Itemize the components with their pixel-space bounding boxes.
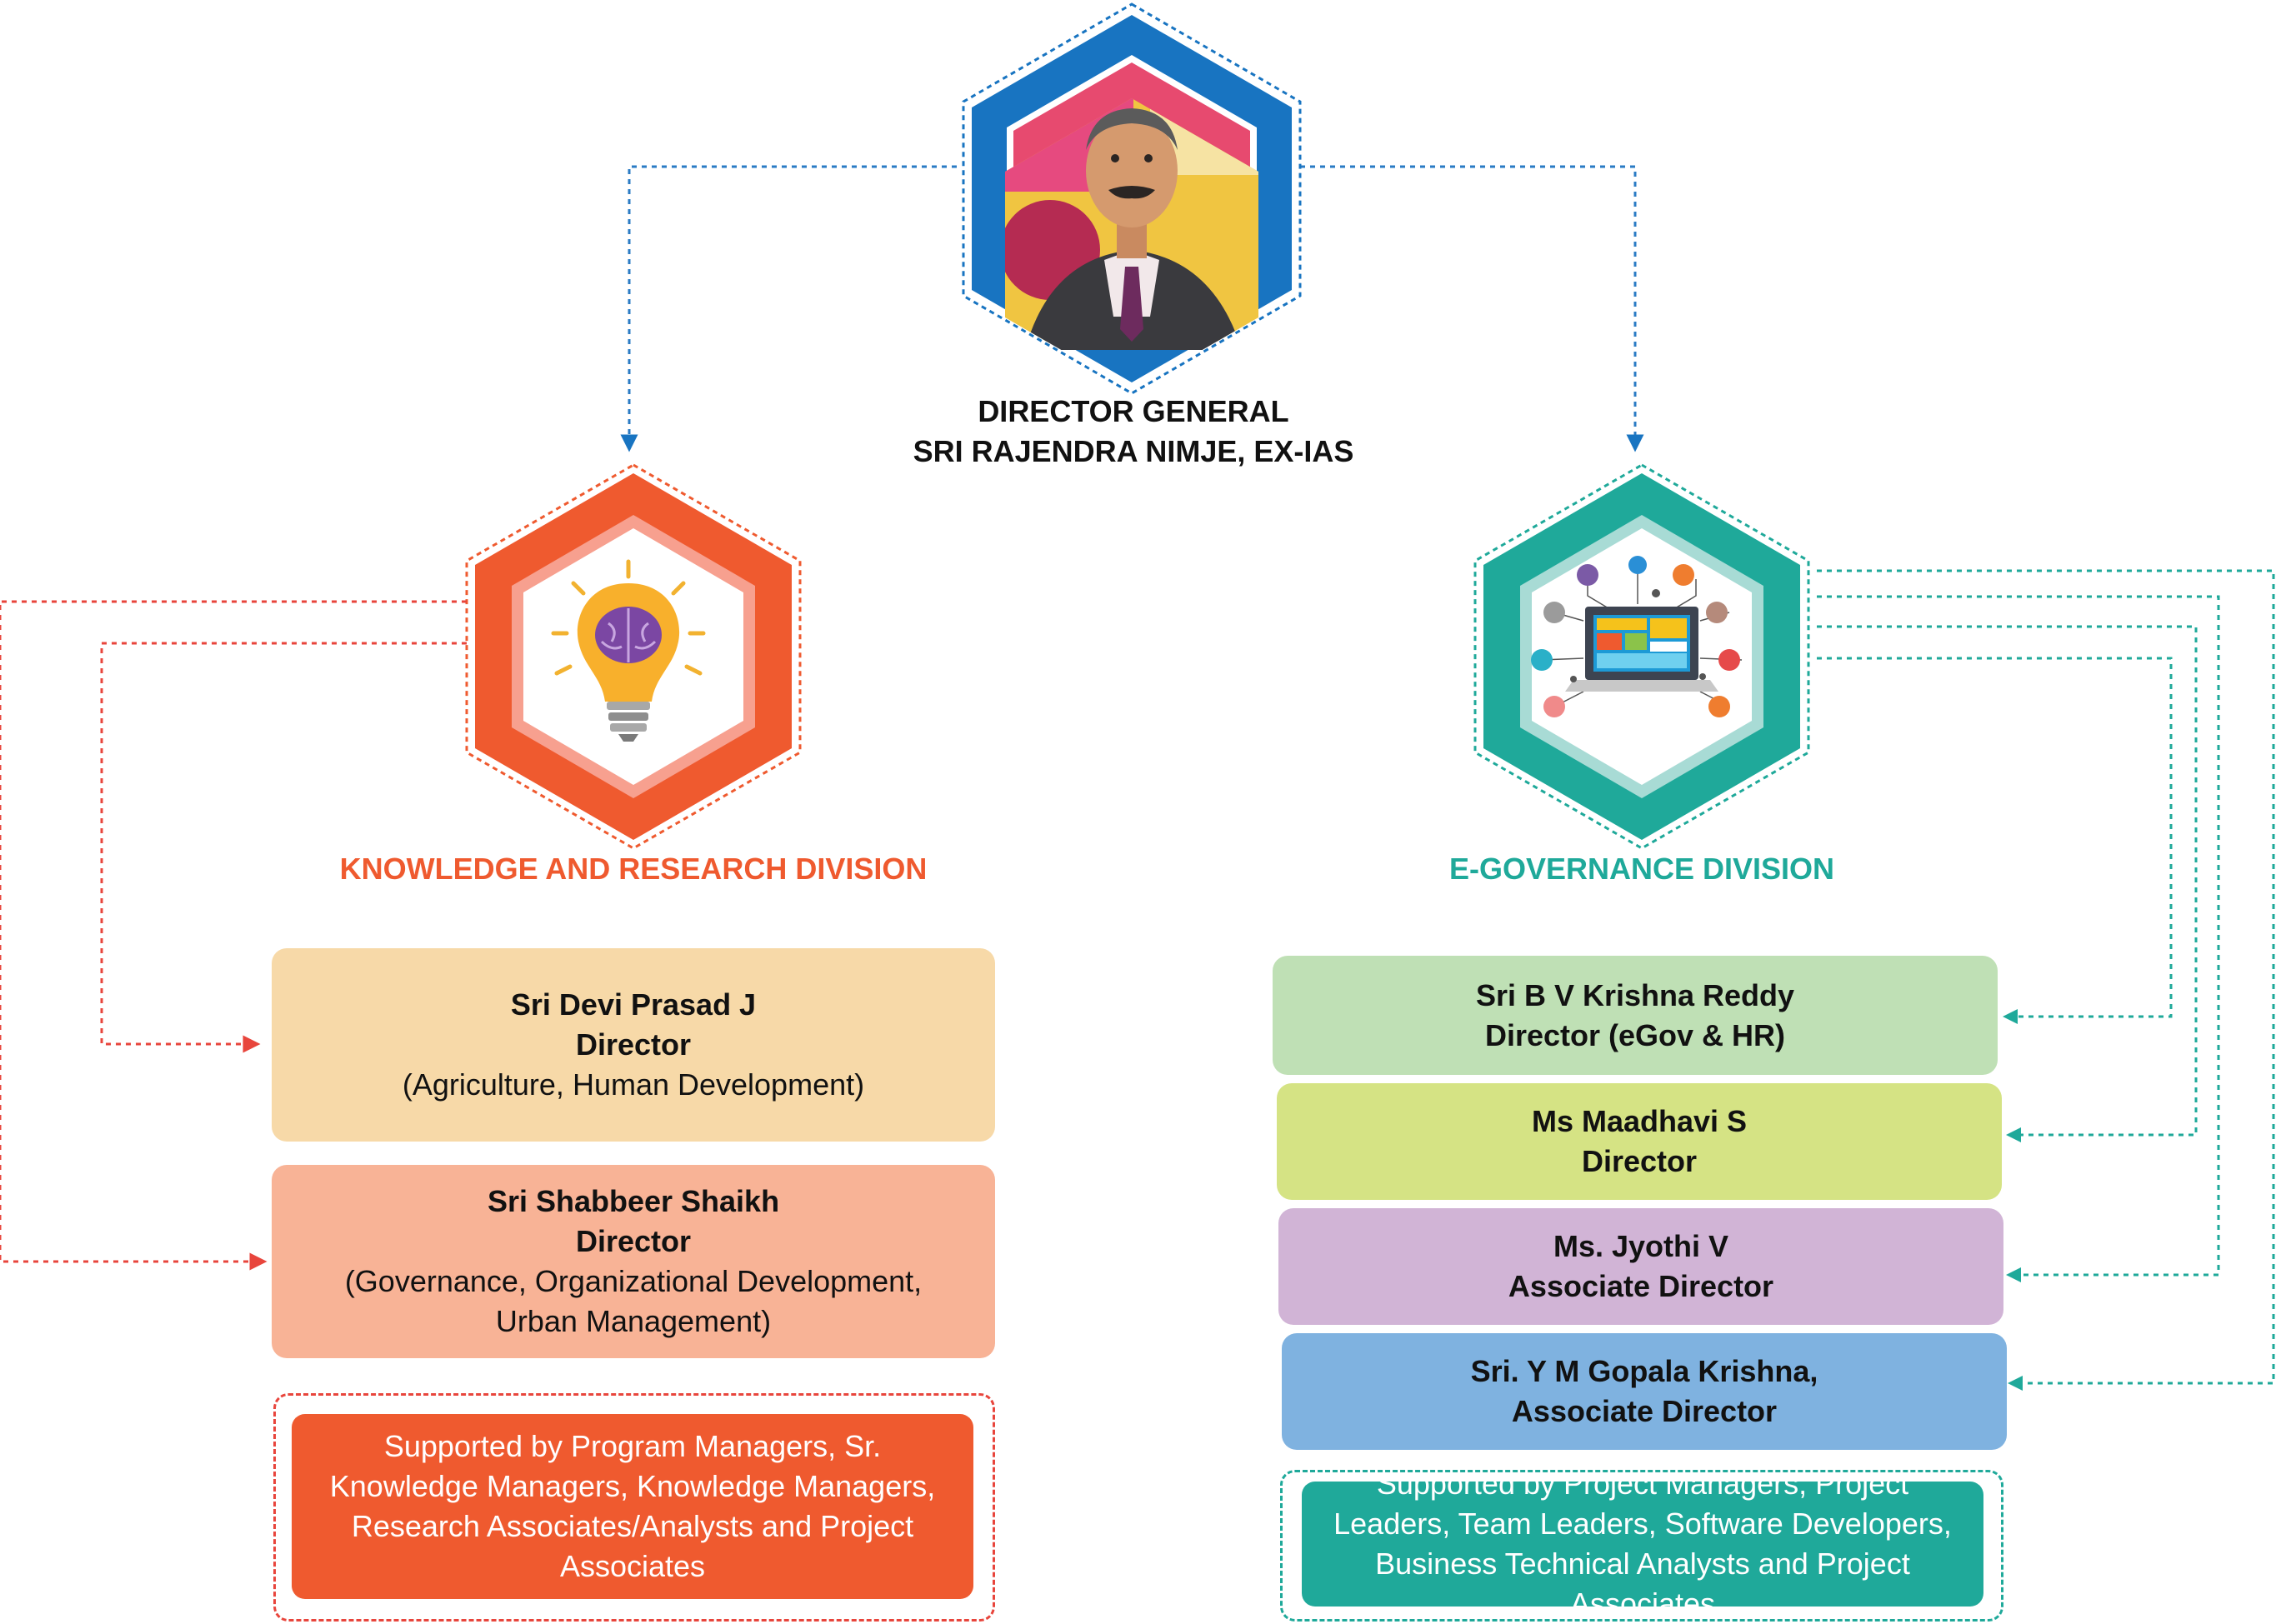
knowledge-member-card-1: Sri Devi Prasad J Director (Agriculture,… (272, 948, 995, 1142)
director-general-name: SRI RAJENDRA NIMJE, EX-IAS (913, 434, 1354, 468)
member-name: Sri B V Krishna Reddy (1475, 977, 1795, 1012)
member-detail: (Agriculture, Human Development) (402, 1067, 865, 1102)
egov-to-member2-connector (1817, 625, 2198, 1142)
egov-division-title: E-GOVERNANCE DIVISION (1448, 852, 1835, 886)
egov-support-frame (1280, 1470, 2003, 1622)
member-name: Sri. Y M Gopala Krishna, (1470, 1354, 1818, 1388)
egov-to-member1-connector (1817, 657, 2173, 1024)
dg-to-egov-connector (1300, 165, 1644, 452)
knowledge-division-hexagon (465, 463, 802, 850)
member-role: Director (1581, 1144, 1698, 1178)
lightbulb-brain-icon (551, 559, 706, 742)
knowledge-support-frame (273, 1393, 995, 1622)
egov-division-hexagon (1473, 463, 1810, 850)
laptop-network-icon (1531, 556, 1743, 717)
member-detail: (Governance, Organizational Development,… (344, 1264, 923, 1338)
member-name: Sri Devi Prasad J (510, 987, 757, 1022)
member-name: Ms. Jyothi V (1553, 1229, 1729, 1263)
member-role: Director (575, 1027, 692, 1062)
egov-member-card-4: Sri. Y M Gopala Krishna, Associate Direc… (1282, 1333, 2007, 1450)
egov-to-member4-connector (1817, 569, 2275, 1391)
egov-member-card-2: Ms Maadhavi S Director (1277, 1083, 2002, 1200)
member-role: Associate Director (1511, 1394, 1778, 1428)
knowledge-support-box: Supported by Program Managers, Sr. Knowl… (292, 1414, 973, 1599)
member-role: Director (575, 1224, 692, 1258)
director-general-label: DIRECTOR GENERAL SRI RAJENDRA NIMJE, EX-… (792, 392, 1475, 472)
member-role: Director (eGov & HR) (1484, 1017, 1786, 1052)
knowledge-to-member2-connector (0, 600, 467, 1271)
egov-to-member3-connector (1817, 595, 2220, 1282)
member-name: Sri Shabbeer Shaikh (487, 1184, 780, 1218)
member-name: Ms Maadhavi S (1531, 1104, 1748, 1138)
director-general-hexagon (962, 2, 1302, 395)
knowledge-to-member1-connector (100, 642, 467, 1053)
member-role: Associate Director (1508, 1269, 1774, 1303)
knowledge-member-card-2: Sri Shabbeer Shaikh Director (Governance… (272, 1165, 995, 1358)
egov-member-card-3: Ms. Jyothi V Associate Director (1278, 1208, 2003, 1325)
knowledge-division-title: KNOWLEDGE AND RESEARCH DIVISION (339, 852, 928, 886)
dg-to-knowledge-connector (620, 165, 957, 452)
director-general-title: DIRECTOR GENERAL (978, 394, 1289, 428)
egov-member-card-1: Sri B V Krishna Reddy Director (eGov & H… (1273, 956, 1998, 1075)
egov-support-box: Supported by Project Managers, Project L… (1302, 1467, 1983, 1621)
